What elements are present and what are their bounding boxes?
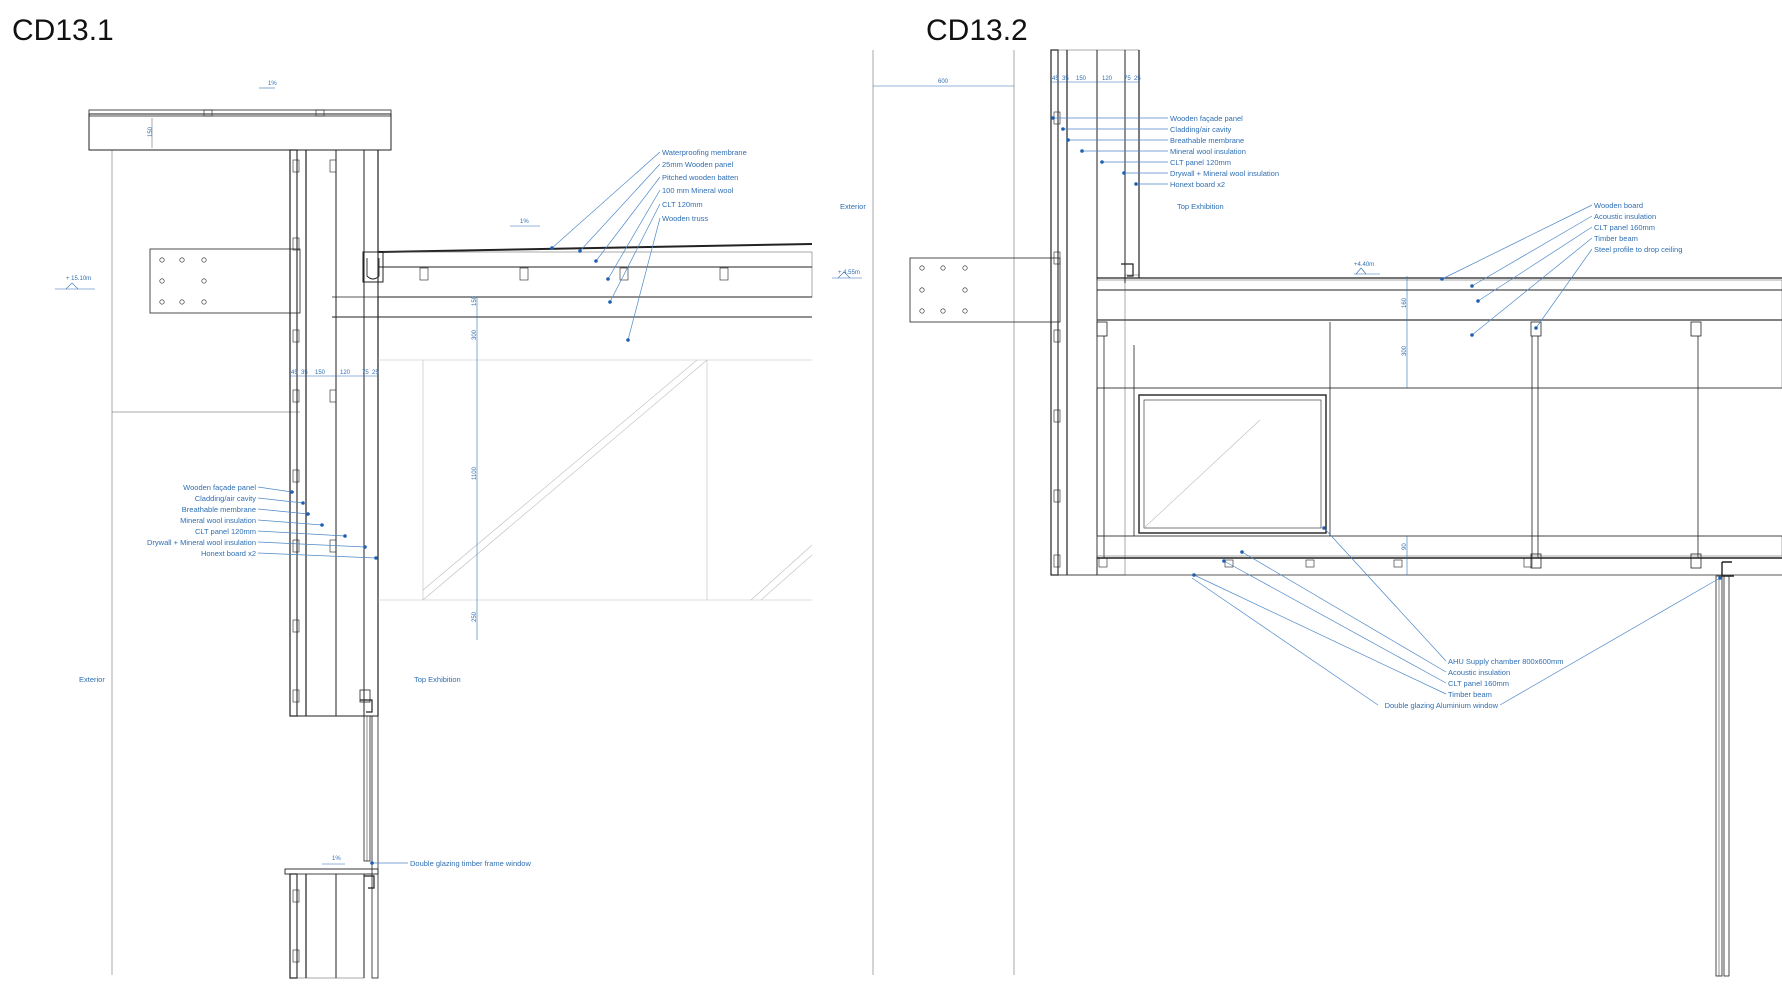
dimension-text: 35 [301,370,308,376]
dimension-text: 1100 [472,466,478,480]
steel-connection-plate [149,248,301,314]
detail-title-cd13-2: CD13.2 [926,14,1028,47]
annotation-label: Breathable membrane [1170,136,1244,145]
annotation-label: Wooden truss [662,214,708,223]
dimension-text: 90 [1402,543,1408,550]
roof-eave: 1% 150 [88,81,392,151]
annotation-label: Acoustic insulation [1448,668,1510,677]
dimension-text: 120 [340,370,351,376]
dimension-text: 600 [938,79,949,85]
annotation-label: Acoustic insulation [1594,212,1656,221]
ceiling-section: 90 [1051,535,1782,577]
floor-annotation-group: Wooden board Acoustic insulation CLT pan… [1440,201,1682,337]
wall-dimension-chain: 45 35 150 120 75 25 [290,370,379,377]
dimension-text: 300 [472,329,478,340]
ceiling-annotation-group: AHU Supply chamber 800x600mm Acoustic in… [1191,526,1722,710]
dimension-text: 25 [1134,76,1141,82]
exterior-label: Exterior [840,202,866,211]
annotation-label: Double glazing Aluminium window [1385,701,1499,710]
annotation-label: Wooden façade panel [1170,114,1243,123]
slope-label: 1% [332,856,341,862]
dimension-text: 45 [1052,76,1059,82]
annotation-label: CLT panel 120mm [195,527,256,536]
annotation-label: Drywall + Mineral wool insulation [1170,169,1279,178]
annotation-label: CLT panel 160mm [1594,223,1655,232]
dimension-text: 150 [472,295,478,306]
wooden-truss: 300 1100 250 150 [378,295,813,640]
annotation-label: Wooden board [1594,201,1643,210]
annotation-label: 25mm Wooden panel [662,160,733,169]
ahu-supply-chamber [1138,394,1327,534]
annotation-label: Steel profile to drop ceiling [1594,245,1682,254]
detail-cd13-1: 1% 150 + 15.10m [55,50,874,979]
dimension-text: 35 [1062,76,1069,82]
wall-annotation-group: Wooden façade panel Cladding/air cavity … [147,483,378,560]
annotation-label: Honext board x2 [1170,180,1225,189]
annotation-label: Cladding/air cavity [195,494,257,503]
steel-connection-plate [909,257,1061,323]
dimension-text: 75 [1124,76,1131,82]
level-label: +4.40m [1354,262,1374,268]
detail-title-cd13-1: CD13.1 [12,14,114,47]
level-label: + 15.10m [66,276,91,282]
annotation-label: Waterproofing membrane [662,148,747,157]
interior-label: Top Exhibition [1177,202,1224,211]
lower-wall-section: 1% [284,856,379,979]
level-marker-right: + 4.55m [832,270,862,279]
upper-wall-section [289,149,379,717]
level-label: + 4.55m [838,270,860,276]
wall-annotation-group: Wooden façade panel Cladding/air cavity … [1051,114,1279,189]
interior-label: Top Exhibition [414,675,461,684]
dimension-text: 25 [372,370,379,376]
annotation-label: 100 mm Mineral wool [662,186,734,195]
annotation-label: Wooden façade panel [183,483,256,492]
annotation-label: Double glazing timber frame window [410,859,531,868]
annotation-label: CLT panel 160mm [1448,679,1509,688]
annotation-label: Pitched wooden batten [662,173,738,182]
annotation-label: Mineral wool insulation [1170,147,1246,156]
floor-slab: 160 300 +4.40m [1096,262,1782,389]
drop-ceiling-hangers [1096,321,1702,558]
dimension-text: 150 [315,370,326,376]
exterior-label: Exterior [79,675,105,684]
annotation-label: CLT panel 120mm [1170,158,1231,167]
annotation-label: Timber beam [1448,690,1492,699]
annotation-label: Drywall + Mineral wool insulation [147,538,256,547]
annotation-label: Mineral wool insulation [180,516,256,525]
annotation-label: Breathable membrane [182,505,256,514]
slope-label: 1% [268,81,277,87]
dimension-text: 75 [362,370,369,376]
annotation-label: AHU Supply chamber 800x600mm [1448,657,1563,666]
annotation-label: Cladding/air cavity [1170,125,1232,134]
dimension-text: 120 [1102,76,1113,82]
roof-section: 1% [332,219,813,318]
annotation-label: Timber beam [1594,234,1638,243]
window-frame-vertical [363,715,379,979]
annotation-label: CLT 120mm [662,200,703,209]
slope-label: 1% [520,219,529,225]
annotation-label: Honext board x2 [201,549,256,558]
aluminium-window-frame [1715,575,1730,977]
dimension-text: 45 [291,370,298,376]
detail-cd13-2: 600 [840,49,1782,977]
dimension-text: 300 [1402,345,1408,356]
level-marker-top: + 15.10m [55,276,95,290]
dimension-text: 150 [148,126,154,137]
roof-annotation-group: Waterproofing membrane 25mm Wooden panel… [550,148,747,342]
dimension-text: 150 [1076,76,1087,82]
dimension-text: 250 [472,611,478,622]
dimension-text: 160 [1402,297,1408,308]
window-annotation: Double glazing timber frame window [370,859,531,868]
